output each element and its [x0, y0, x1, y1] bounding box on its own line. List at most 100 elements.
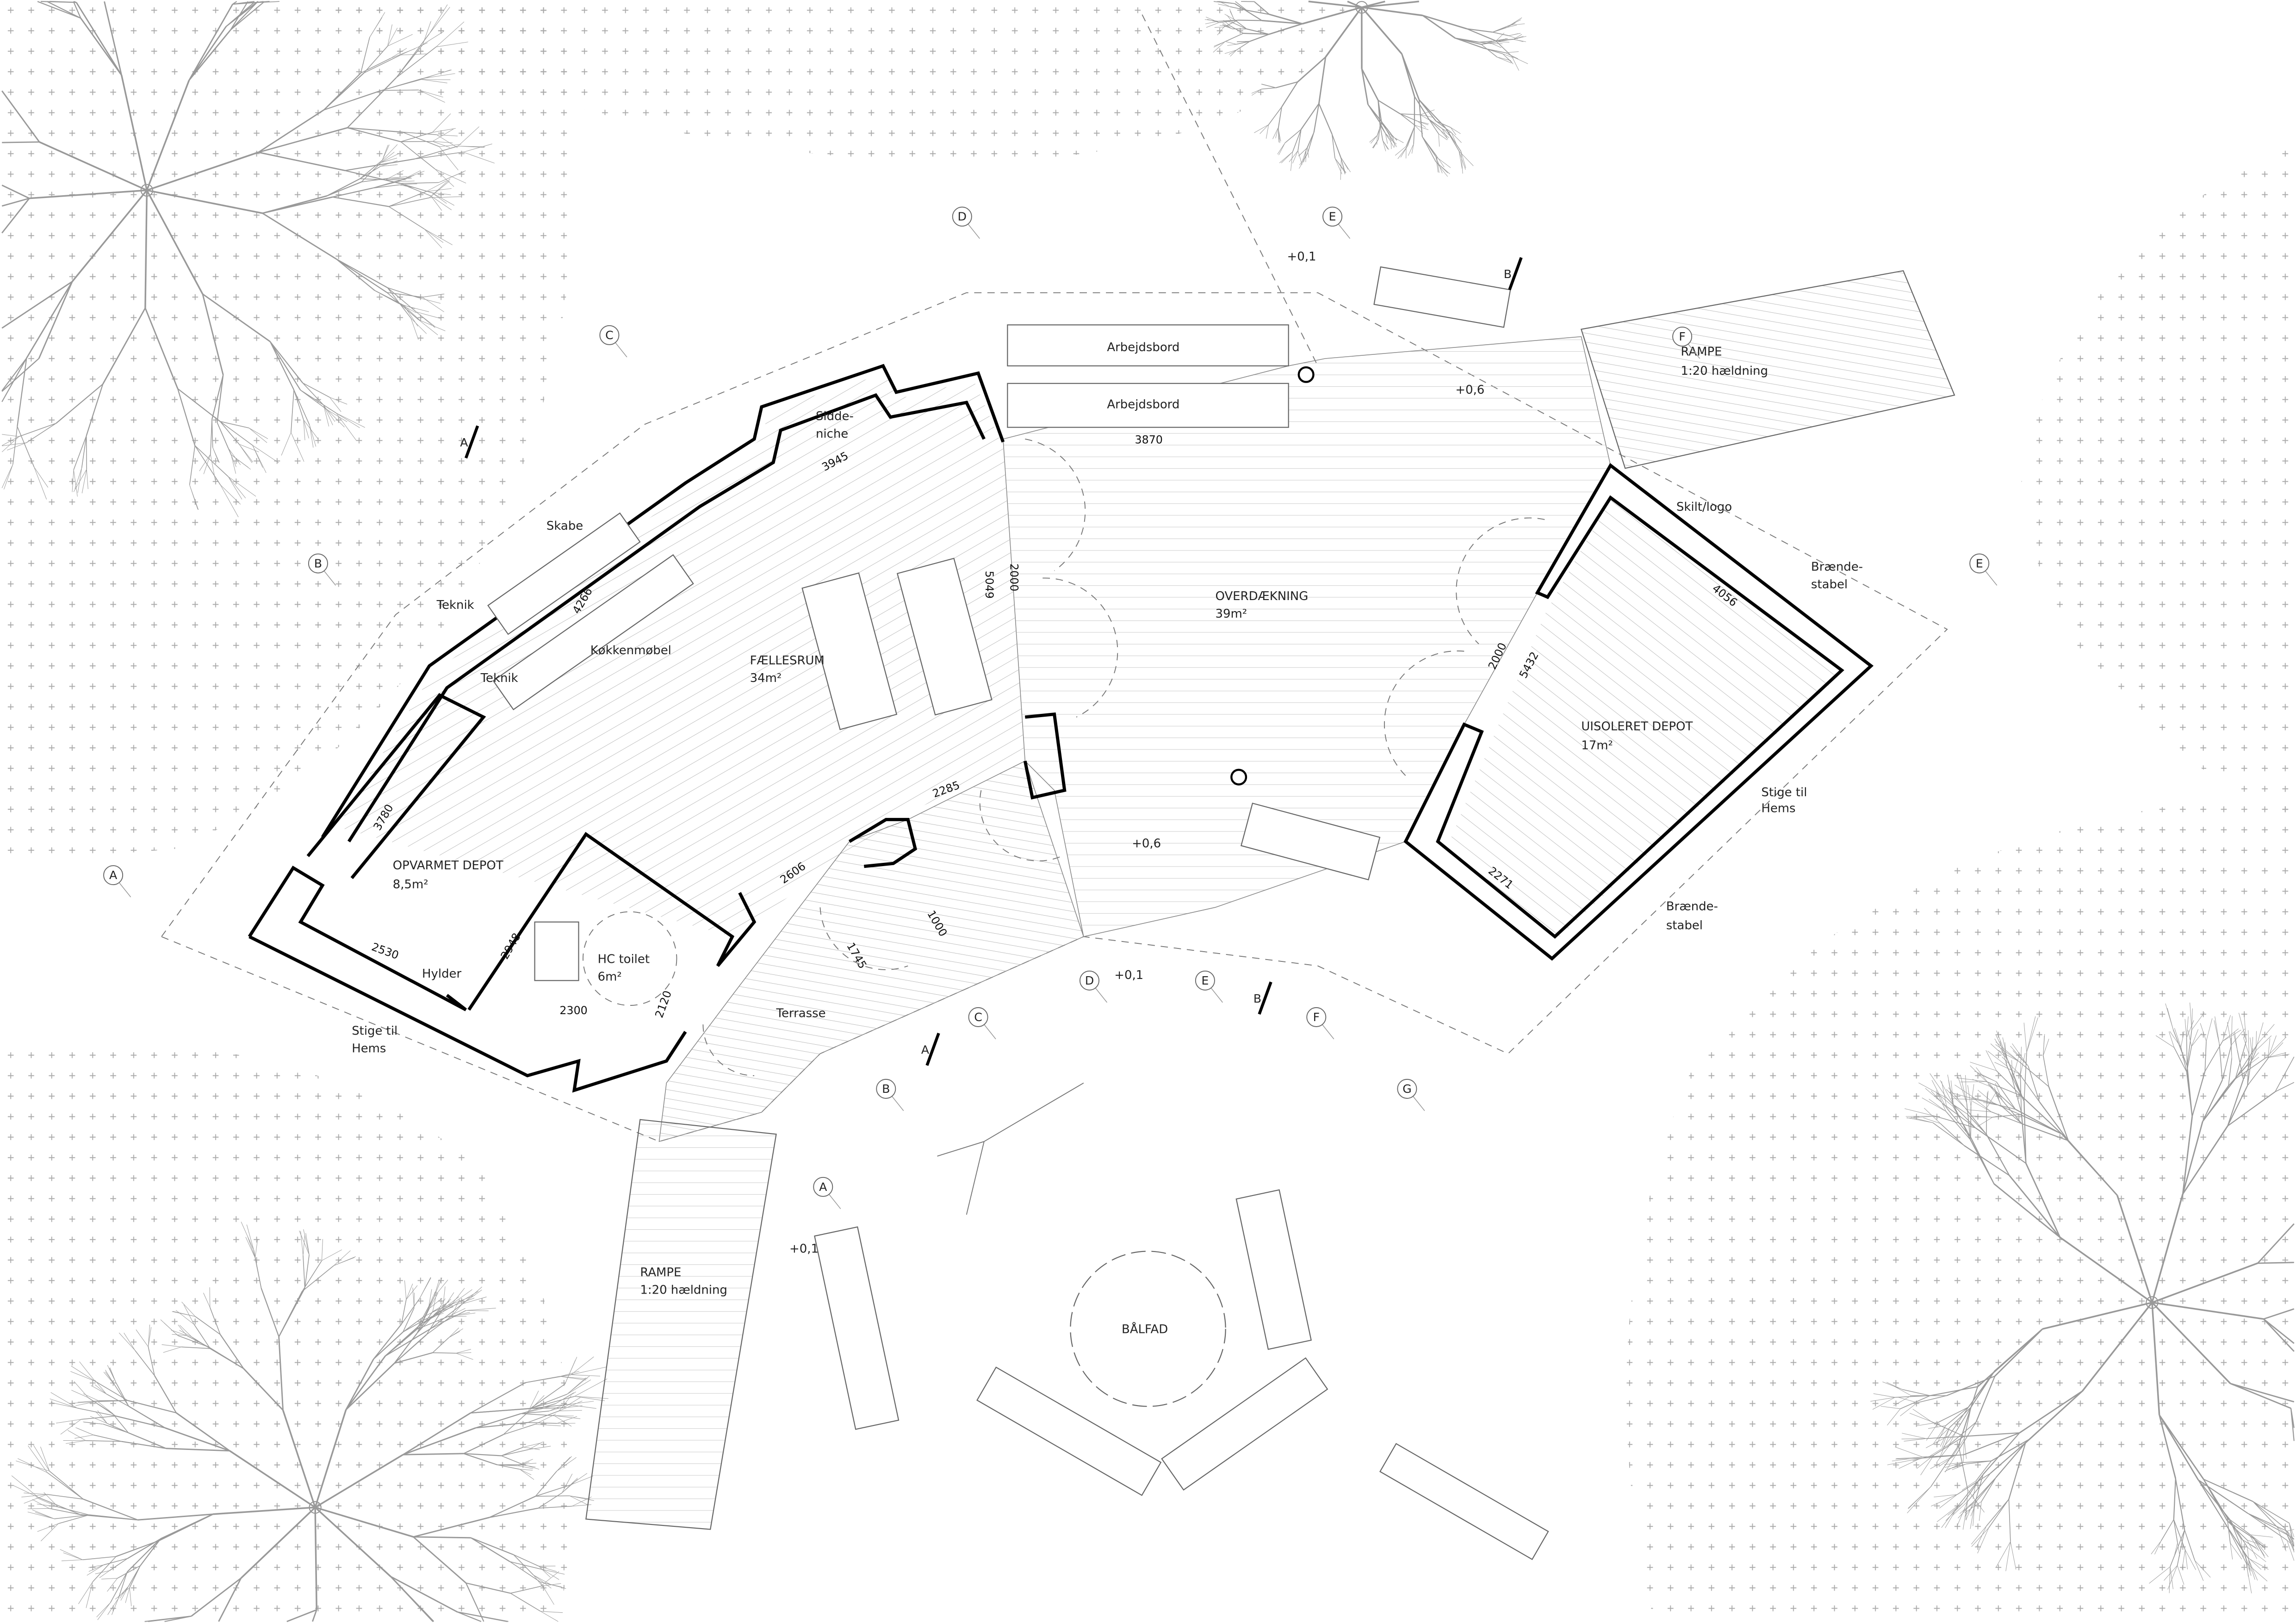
room-area: 39m²: [1216, 607, 1247, 621]
label-stige: Hems: [1761, 802, 1795, 816]
dimension: 2948: [498, 931, 523, 961]
label-teknik: Teknik: [436, 598, 474, 612]
deck-faellesrum: [337, 373, 1025, 937]
grid-circle: [952, 206, 972, 227]
dining-table: [801, 572, 898, 731]
section-label: A: [921, 1043, 930, 1057]
label-arbejdsbord: Arbejdsbord: [1107, 341, 1179, 354]
grid-marker: D: [1079, 970, 1108, 1003]
grid-label: G: [1402, 1082, 1412, 1096]
grid-marker: A: [103, 865, 131, 898]
room-name: HC toilet: [598, 952, 650, 966]
grid-marker: B: [308, 553, 336, 586]
label-terrasse: Terrasse: [776, 1006, 826, 1020]
fire-pit-stones: [1070, 1251, 1226, 1407]
room-area: 34m²: [750, 671, 782, 685]
section-marker: A: [921, 1033, 940, 1066]
label-baalfad: BÅLFAD: [1122, 1322, 1168, 1337]
dimension: 3870: [1135, 433, 1163, 446]
bench: [1161, 1357, 1328, 1491]
label-rampe: RAMPE: [640, 1265, 681, 1279]
section-marker: B: [1253, 981, 1272, 1015]
level: +0,1: [1114, 968, 1143, 982]
grid-circle: [1306, 1007, 1327, 1027]
grid-marker: F: [1672, 327, 1700, 359]
label-rampe: 1:20 hældning: [1681, 364, 1768, 378]
room-area: 17m²: [1581, 739, 1613, 753]
level: +0,6: [1132, 836, 1161, 850]
grid-circle: [599, 325, 620, 345]
grid-label: C: [605, 328, 614, 342]
level-markers: +0,1 +0,6 +0,6 +0,1 +0,1: [789, 250, 1484, 1256]
label-rampe: 1:20 hældning: [640, 1283, 727, 1297]
room-area: 8,5m²: [393, 878, 428, 892]
section-markers: A B B A: [460, 257, 1523, 1066]
level: +0,1: [1287, 250, 1316, 264]
grid-label: E: [1976, 557, 1983, 570]
grid-circle: [876, 1078, 896, 1099]
path-branch: [937, 1082, 1084, 1215]
grid-circle: [308, 553, 328, 574]
label-stige: Stige til: [1761, 786, 1807, 799]
door-swings: [583, 439, 1545, 1076]
section-label: B: [1253, 992, 1261, 1005]
workbench-2: [1007, 383, 1289, 428]
grid-marker: E: [1322, 206, 1351, 239]
label-koekkenmoebel: Køkkenmøbel: [590, 644, 671, 657]
toilet: [534, 921, 579, 981]
grid-label: D: [958, 210, 967, 223]
room-name: FÆLLESRUM: [750, 654, 825, 668]
bench: [976, 1366, 1162, 1496]
grid-label: D: [1085, 974, 1094, 987]
bench: [1240, 802, 1381, 880]
picnic-table: [814, 1226, 900, 1430]
dimension: 2120: [652, 989, 674, 1019]
grid-circle: [1195, 970, 1215, 991]
label-stige: Stige til: [352, 1024, 397, 1038]
roof-outline: [161, 292, 1948, 1142]
section-marker: A: [460, 425, 479, 459]
tree: [1870, 1003, 2295, 1593]
ramp-right[interactable]: [1580, 270, 1955, 469]
grid-circle: [1397, 1078, 1417, 1099]
section-label: B: [1504, 267, 1512, 281]
grid-marker: E: [1969, 553, 1998, 586]
label-braende: Brænde-: [1811, 560, 1863, 574]
label-hylder: Hylder: [422, 967, 461, 981]
workbench-1: [1007, 324, 1289, 366]
grid-marker: D: [952, 206, 980, 239]
dimension: 2530: [370, 940, 400, 962]
dimension: 2300: [559, 1004, 587, 1017]
grid-marker: B: [876, 1078, 904, 1111]
grid-label: B: [314, 557, 322, 570]
level: +0,1: [789, 1242, 819, 1256]
label-braende: Brænde-: [1666, 900, 1718, 914]
cabinets: [487, 512, 641, 635]
kitchen-unit: [492, 554, 694, 711]
label-siddeniche: Sidde-: [816, 409, 854, 423]
grid-circle: [1969, 553, 1990, 574]
grid-marker: F: [1306, 1007, 1334, 1040]
label-skabe: Skabe: [546, 519, 583, 533]
grid-marker: A: [813, 1177, 841, 1209]
grid-marker: E: [1195, 970, 1223, 1003]
deck-uisoleret: [1449, 497, 1845, 944]
room-area: 6m²: [598, 970, 622, 984]
grid-label: A: [819, 1180, 827, 1194]
label-skilt: Skilt/logo: [1676, 500, 1732, 514]
tree: [11, 1221, 608, 1623]
grid-circle: [813, 1177, 833, 1197]
grid-circle: [1672, 327, 1693, 347]
grid-circle: [968, 1007, 988, 1027]
dimension: 2000: [1008, 564, 1021, 591]
furniture: [487, 266, 1549, 1560]
label-siddeniche: niche: [816, 427, 848, 441]
label-rampe: RAMPE: [1681, 345, 1722, 359]
bench: [1373, 266, 1511, 328]
ramp-left[interactable]: [585, 1119, 777, 1530]
level: +0,6: [1455, 383, 1484, 397]
grid-circle: [1079, 970, 1099, 991]
label-arbejdsbord: Arbejdsbord: [1107, 398, 1179, 412]
annotations: Arbejdsbord Arbejdsbord Sidde- niche Ska…: [352, 341, 1863, 1337]
